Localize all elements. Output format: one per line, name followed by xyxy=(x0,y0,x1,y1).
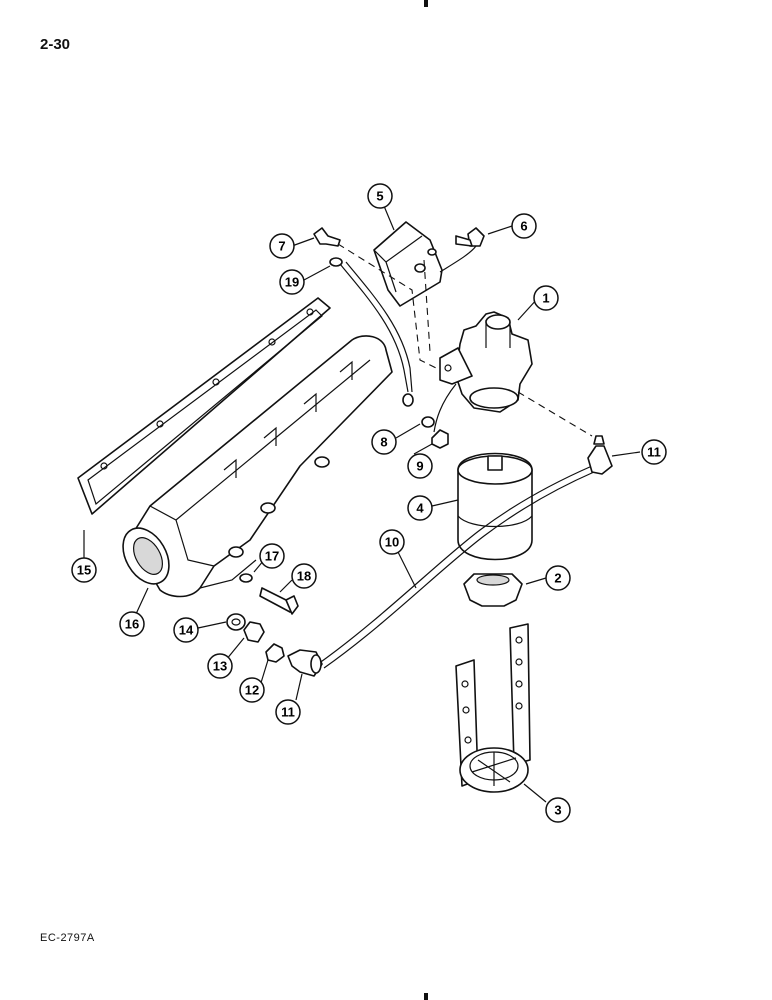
svg-text:6: 6 xyxy=(520,219,527,234)
callout-2: 2 xyxy=(545,565,571,591)
callout-15: 15 xyxy=(71,557,97,583)
bracket-part-5 xyxy=(373,221,443,307)
washer-part-8 xyxy=(421,416,435,428)
callout-17: 17 xyxy=(259,543,285,569)
elbow-fitting-part-11-lower xyxy=(287,649,323,677)
callout-14: 14 xyxy=(173,617,199,643)
svg-text:1: 1 xyxy=(542,291,549,306)
manifold-part-16 xyxy=(122,335,393,598)
filter-head-part-1 xyxy=(439,311,533,413)
svg-text:11: 11 xyxy=(647,445,661,460)
svg-text:18: 18 xyxy=(297,569,311,584)
svg-text:16: 16 xyxy=(125,617,139,632)
filter-element-part-4 xyxy=(457,452,533,561)
svg-text:17: 17 xyxy=(265,549,279,564)
callout-7: 7 xyxy=(269,233,295,259)
seal-part-2 xyxy=(463,573,523,607)
leader-lines xyxy=(83,205,641,803)
callout-11-upper: 11 xyxy=(641,439,667,465)
callout-3: 3 xyxy=(545,797,571,823)
callout-9: 9 xyxy=(407,453,433,479)
ground-cable-part-19 xyxy=(329,257,414,407)
nut-part-9 xyxy=(431,429,449,449)
svg-text:13: 13 xyxy=(213,659,227,674)
gasket-part-15 xyxy=(77,297,331,515)
elbow-fitting-part-11-upper xyxy=(587,435,613,475)
svg-text:4: 4 xyxy=(416,501,424,516)
svg-text:2: 2 xyxy=(554,571,561,586)
callout-4: 4 xyxy=(407,495,433,521)
washer-part-17 xyxy=(239,573,253,583)
bolt-part-6 xyxy=(455,227,485,247)
callout-10: 10 xyxy=(379,529,405,555)
callout-5: 5 xyxy=(367,183,393,209)
plug-part-12 xyxy=(265,643,285,663)
svg-text:19: 19 xyxy=(285,275,299,290)
mounting-strap-part-3 xyxy=(455,623,531,793)
callout-8: 8 xyxy=(371,429,397,455)
callout-18: 18 xyxy=(291,563,317,589)
svg-text:8: 8 xyxy=(380,435,387,450)
svg-text:14: 14 xyxy=(179,623,194,638)
adapter-part-13 xyxy=(243,621,265,643)
callout-11-lower: 11 xyxy=(275,699,301,725)
callout-1: 1 xyxy=(533,285,559,311)
svg-text:7: 7 xyxy=(278,239,285,254)
callout-19: 19 xyxy=(279,269,305,295)
assembly-dash-lines xyxy=(337,243,593,437)
page-number: 2-30 xyxy=(40,36,71,53)
svg-text:12: 12 xyxy=(245,683,259,698)
washer-part-14 xyxy=(226,613,246,631)
top-crop-mark xyxy=(424,0,428,7)
svg-text:10: 10 xyxy=(385,535,399,550)
svg-text:9: 9 xyxy=(416,459,423,474)
figure-code: EC-2797A xyxy=(40,932,95,944)
callout-13: 13 xyxy=(207,653,233,679)
callout-6: 6 xyxy=(511,213,537,239)
svg-text:11: 11 xyxy=(281,705,295,720)
bottom-crop-mark xyxy=(424,993,428,1000)
svg-text:15: 15 xyxy=(77,563,91,578)
callout-12: 12 xyxy=(239,677,265,703)
callout-16: 16 xyxy=(119,611,145,637)
bolt-part-7 xyxy=(313,227,341,247)
svg-text:5: 5 xyxy=(376,189,383,204)
svg-text:3: 3 xyxy=(554,803,561,818)
fuel-line-part-10 xyxy=(317,465,595,669)
bolt-part-18 xyxy=(259,587,299,615)
